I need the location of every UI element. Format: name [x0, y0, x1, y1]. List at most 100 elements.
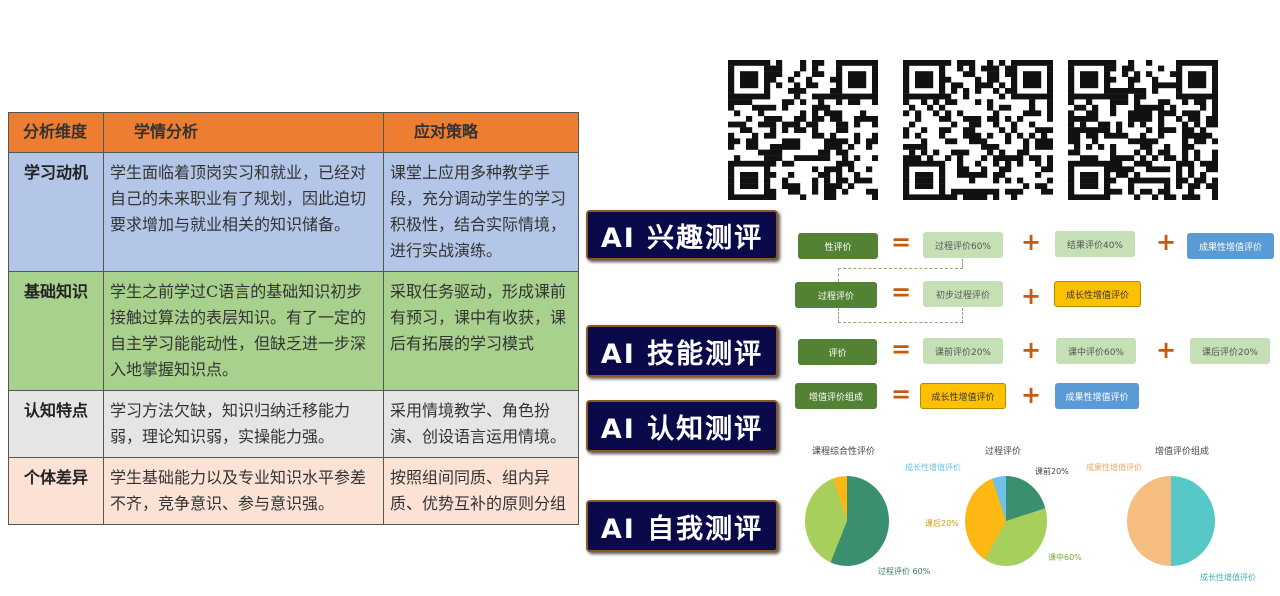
qr-module: [812, 110, 819, 117]
connector-line: [838, 268, 839, 282]
qr-module: [903, 82, 910, 89]
pie-label: 成长性增值评价: [1200, 573, 1256, 582]
qr-module: [1047, 144, 1053, 150]
qr-module: [957, 149, 964, 156]
qr-module: [860, 93, 867, 100]
qr-module: [812, 60, 819, 66]
qr-module: [728, 71, 735, 77]
qr-module: [1005, 138, 1012, 145]
qr-module: [1017, 160, 1024, 167]
qr-module: [824, 194, 831, 200]
qr-module: [939, 65, 946, 72]
qr-module: [1035, 71, 1042, 77]
plus-icon: +: [1156, 336, 1177, 364]
qr-module: [752, 138, 759, 145]
ai-cognition-assessment-badge[interactable]: AI 认知测评: [586, 400, 778, 452]
qr-module: [1011, 88, 1018, 94]
qr-module: [812, 177, 819, 184]
qr-module: [824, 183, 831, 189]
qr-module: [1200, 93, 1207, 100]
qr-code[interactable]: [903, 60, 1053, 200]
qr-module: [1188, 194, 1195, 200]
qr-module: [1116, 188, 1123, 195]
qr-module: [1164, 188, 1171, 195]
qr-module: [1158, 65, 1165, 72]
qr-module: [1158, 99, 1165, 105]
qr-module: [1212, 155, 1218, 161]
qr-module: [806, 121, 813, 128]
qr-code[interactable]: [1068, 60, 1218, 200]
qr-module: [794, 188, 801, 195]
qr-module: [1200, 82, 1207, 89]
qr-module: [1212, 104, 1218, 111]
qr-module: [1086, 160, 1093, 167]
ai-interest-assessment-badge[interactable]: AI 兴趣测评: [586, 210, 778, 260]
qr-module: [806, 82, 813, 89]
qr-module: [770, 104, 777, 111]
qr-module: [939, 88, 946, 94]
qr-code[interactable]: [728, 60, 878, 200]
qr-module: [1170, 194, 1177, 200]
qr-module: [728, 188, 735, 195]
qr-module: [1128, 88, 1135, 94]
qr-module: [1206, 116, 1213, 122]
qr-module: [1005, 104, 1012, 111]
qr-module: [818, 155, 825, 161]
qr-module: [939, 60, 946, 66]
qr-module: [1086, 194, 1093, 200]
qr-module: [836, 166, 843, 173]
qr-module: [740, 121, 747, 128]
ai-self-assessment-badge[interactable]: AI 自我测评: [586, 500, 778, 552]
qr-module: [933, 160, 940, 167]
qr-module: [1122, 93, 1129, 100]
qr-module: [1128, 177, 1135, 184]
qr-module: [728, 76, 735, 83]
qr-module: [1098, 194, 1105, 200]
qr-module: [1023, 183, 1030, 189]
qr-module: [1194, 60, 1201, 66]
qr-module: [1200, 160, 1207, 167]
qr-module: [1134, 99, 1141, 105]
qr-module: [746, 99, 753, 105]
qr-module: [939, 160, 946, 167]
qr-module: [1047, 166, 1053, 173]
qr-module: [915, 60, 922, 66]
qr-module: [999, 166, 1006, 173]
qr-module: [963, 60, 970, 66]
flow-box: 成长性增值评价: [920, 383, 1006, 409]
qr-module: [1182, 138, 1189, 145]
qr-module: [1200, 71, 1207, 77]
qr-module: [969, 172, 976, 178]
qr-module: [1140, 160, 1147, 167]
qr-module: [987, 65, 994, 72]
qr-module: [1110, 188, 1117, 195]
qr-module: [824, 93, 831, 100]
qr-module: [1188, 160, 1195, 167]
analysis-cell: 学生之前学过C语言的基础知识初步接触过算法的表层知识。有了一定的自主学习能能动性…: [103, 271, 384, 391]
qr-module: [872, 155, 878, 161]
qr-module: [921, 149, 928, 156]
qr-module: [1146, 166, 1153, 173]
qr-module: [939, 93, 946, 100]
qr-module: [939, 104, 946, 111]
qr-module: [770, 172, 777, 178]
qr-module: [1110, 60, 1117, 66]
qr-module: [1170, 110, 1177, 117]
qr-module: [842, 155, 849, 161]
qr-module: [1086, 60, 1093, 66]
qr-module: [758, 60, 765, 66]
qr-module: [1176, 82, 1183, 89]
qr-module: [1188, 127, 1195, 133]
ai-skill-assessment-badge[interactable]: AI 技能测评: [586, 325, 778, 377]
qr-module: [993, 65, 1000, 72]
qr-module: [999, 104, 1006, 111]
flow-box: 成果性增值评价: [1187, 233, 1274, 259]
qr-module: [1200, 99, 1207, 105]
qr-module: [915, 93, 922, 100]
qr-module: [1194, 93, 1201, 100]
qr-module: [1023, 138, 1030, 145]
qr-module: [1080, 127, 1087, 133]
qr-module: [1080, 155, 1087, 161]
qr-module: [818, 71, 825, 77]
qr-module: [794, 82, 801, 89]
